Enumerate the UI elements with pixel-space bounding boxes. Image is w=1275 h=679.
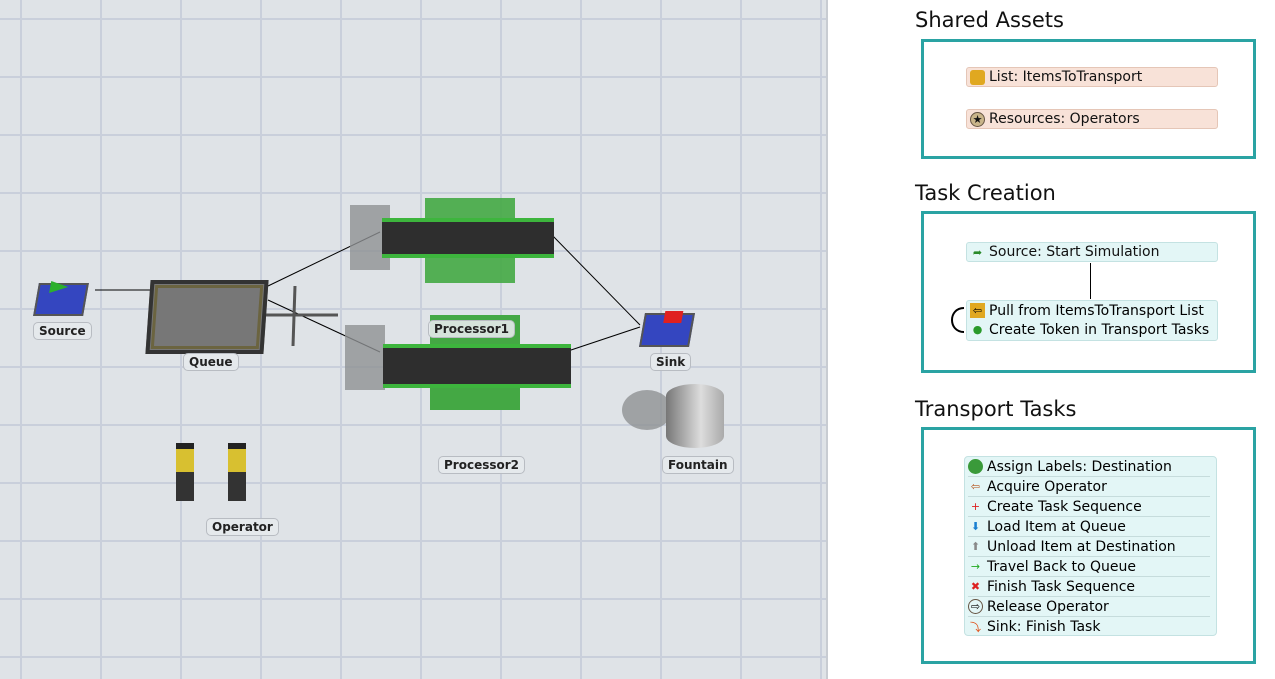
source-object[interactable] xyxy=(33,281,89,316)
processor1-label: Processor1 xyxy=(428,320,516,338)
release-operator-activity[interactable]: ⇨Release Operator xyxy=(968,597,1210,617)
operator-2[interactable] xyxy=(228,443,246,501)
operator-1[interactable] xyxy=(176,443,194,501)
finish-task-sequence-activity[interactable]: ✖Finish Task Sequence xyxy=(968,577,1210,597)
finish-task-sequence-icon: ✖ xyxy=(970,580,981,593)
create-task-sequence-activity[interactable]: +Create Task Sequence xyxy=(968,497,1210,517)
list-icon xyxy=(970,69,985,85)
create-token-icon: ● xyxy=(972,323,983,336)
processor2-object[interactable] xyxy=(383,344,571,388)
operator-label: Operator xyxy=(206,518,279,536)
resource-asset[interactable]: ★Resources: Operators xyxy=(966,109,1218,129)
3d-model-view[interactable]: Source Queue Processor1 Processor2 Sink … xyxy=(0,0,828,679)
fountain-label: Fountain xyxy=(662,456,734,474)
create-token-activity[interactable]: ●Create Token in Transport Tasks xyxy=(970,320,1217,339)
unload-icon: ⬆ xyxy=(970,540,981,553)
processor1-object[interactable] xyxy=(382,218,554,258)
create-task-sequence-icon: + xyxy=(970,500,981,513)
task-creation-title: Task Creation xyxy=(915,181,1056,205)
processor2-label: Processor2 xyxy=(438,456,526,474)
load-item-activity[interactable]: ⬇Load Item at Queue xyxy=(968,517,1210,537)
pull-create-block[interactable]: ⇦Pull from ItemsToTransport List ●Create… xyxy=(966,300,1218,341)
transport-task-block[interactable]: Assign Labels: Destination ⇦Acquire Oper… xyxy=(964,456,1217,636)
travel-back-activity[interactable]: →Travel Back to Queue xyxy=(968,557,1210,577)
resource-icon: ★ xyxy=(970,111,985,127)
queue-object[interactable] xyxy=(145,280,269,354)
connections xyxy=(95,231,641,353)
sink-finish-activity[interactable]: ⤵Sink: Finish Task xyxy=(970,619,1101,635)
source-icon: ➦ xyxy=(972,245,983,259)
fountain-object[interactable] xyxy=(666,384,724,448)
sink-object[interactable] xyxy=(639,311,695,347)
flow-arrow xyxy=(1090,263,1091,299)
release-icon: ⇨ xyxy=(968,599,983,614)
sink-icon: ⤵ xyxy=(970,621,981,634)
assign-labels-icon xyxy=(968,459,983,474)
acquire-operator-activity[interactable]: ⇦Acquire Operator xyxy=(968,477,1210,497)
shared-assets-container[interactable]: List: ItemsToTransport ★Resources: Opera… xyxy=(921,39,1256,159)
transport-tasks-title: Transport Tasks xyxy=(915,397,1077,421)
process-flow-panel: Shared Assets List: ItemsToTransport ★Re… xyxy=(832,0,1275,679)
load-icon: ⬇ xyxy=(970,520,981,533)
loop-arrow xyxy=(951,307,965,333)
source-activity[interactable]: ➦Source: Start Simulation xyxy=(966,242,1218,262)
queue-label: Queue xyxy=(183,353,239,371)
transport-tasks-container[interactable]: Assign Labels: Destination ⇦Acquire Oper… xyxy=(921,427,1256,664)
travel-icon: → xyxy=(970,560,981,573)
source-label: Source xyxy=(33,322,92,340)
sink-label: Sink xyxy=(650,353,692,371)
shared-assets-title: Shared Assets xyxy=(915,8,1064,32)
pull-icon: ⇦ xyxy=(970,303,985,318)
task-creation-container[interactable]: ➦Source: Start Simulation ⇦Pull from Ite… xyxy=(921,211,1256,373)
assign-labels-activity[interactable]: Assign Labels: Destination xyxy=(968,457,1210,477)
acquire-icon: ⇦ xyxy=(970,480,981,493)
unload-item-activity[interactable]: ⬆Unload Item at Destination xyxy=(968,537,1210,557)
pull-activity[interactable]: ⇦Pull from ItemsToTransport List xyxy=(970,301,1217,320)
list-asset[interactable]: List: ItemsToTransport xyxy=(966,67,1218,87)
